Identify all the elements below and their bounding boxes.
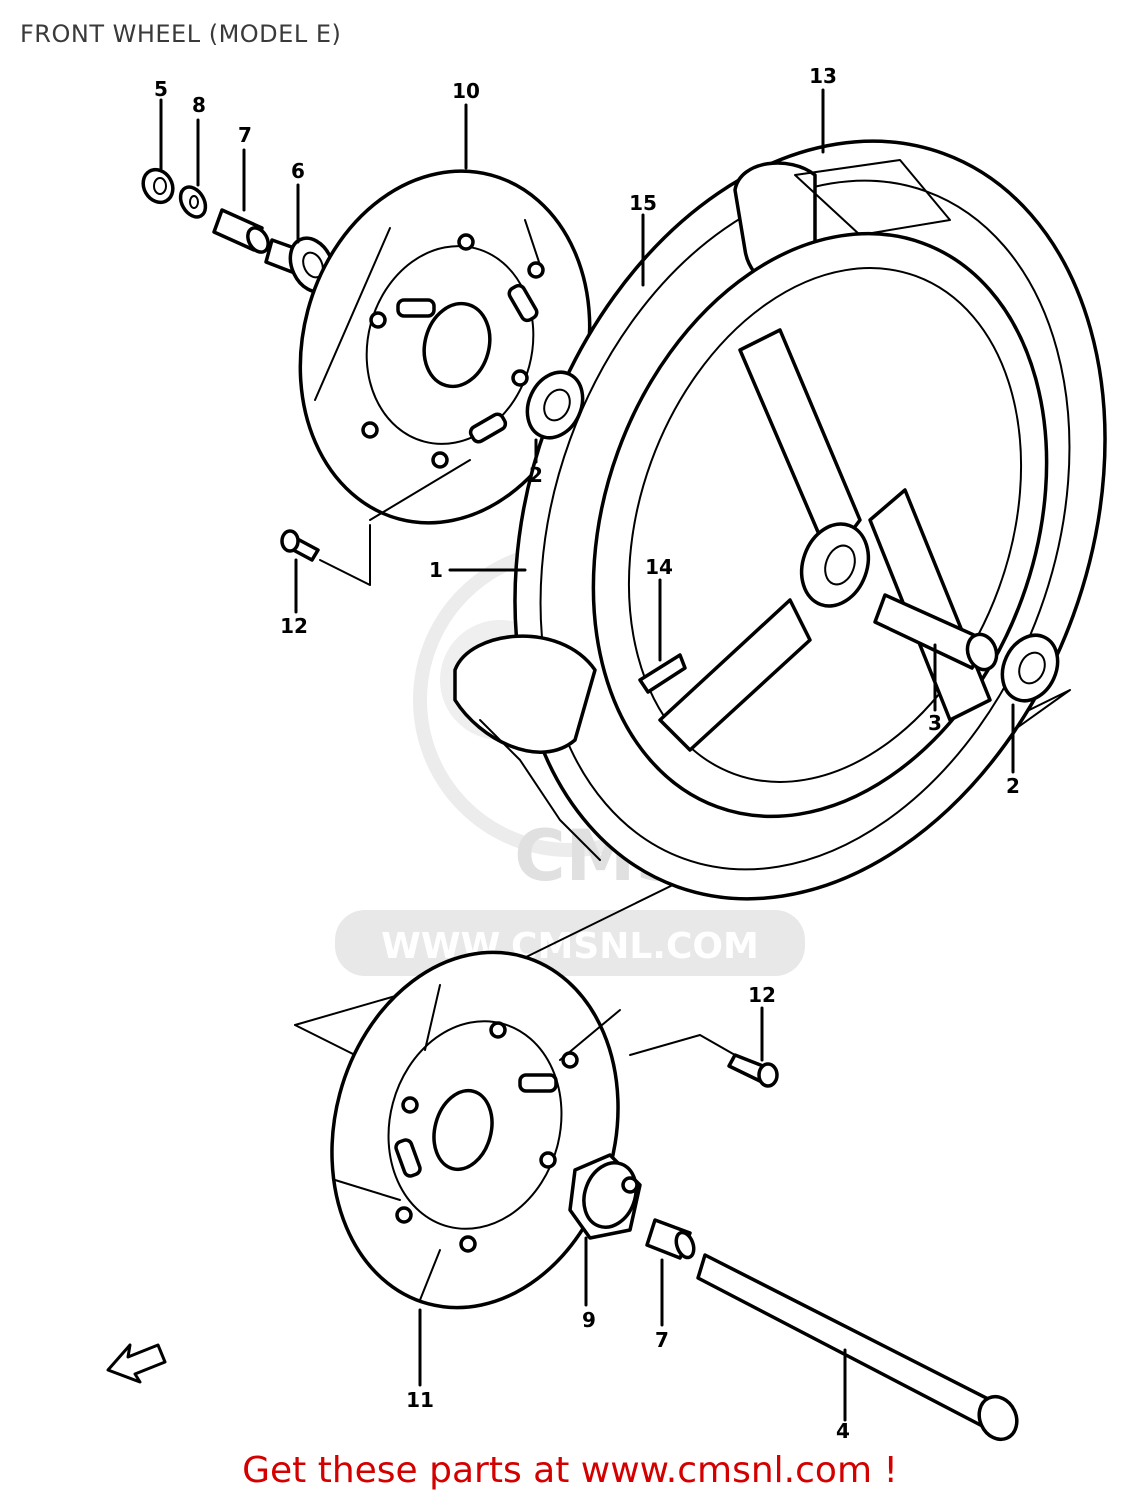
- callout-2-left: 2: [529, 463, 543, 487]
- callout-1: 1: [429, 558, 443, 582]
- bearing-part-2-left: [525, 370, 585, 440]
- callout-7-bottom: 7: [655, 1328, 669, 1352]
- callout-10: 10: [452, 79, 480, 103]
- rim-part-1: [591, 231, 1049, 819]
- callout-8: 8: [192, 93, 206, 117]
- callout-13: 13: [809, 64, 837, 88]
- callout-3: 3: [928, 711, 942, 735]
- speedometer-gearbox-part-9: [568, 1153, 642, 1240]
- callout-14: 14: [645, 555, 673, 579]
- footer-link-text[interactable]: Get these parts at www.cmsnl.com !: [242, 1450, 898, 1491]
- callout-12-bottom: 12: [748, 983, 776, 1007]
- nut-part-5: [141, 167, 175, 205]
- axle-part-4: [696, 1253, 1019, 1442]
- spacer-part-7-bottom: [645, 1218, 696, 1260]
- spacer-part-7-top: [212, 208, 270, 254]
- washer-part-8: [178, 185, 208, 219]
- bolt-part-12-top: [280, 529, 320, 562]
- bearing-part-2-right: [1000, 633, 1060, 703]
- bolt-part-12-bottom: [727, 1053, 779, 1088]
- page-title: FRONT WHEEL (MODEL E): [20, 20, 342, 48]
- spacer-part-3: [873, 593, 999, 672]
- brake-disc-part-10: [298, 169, 592, 525]
- fwd-arrow-icon: [106, 1343, 167, 1384]
- callout-12-top: 12: [280, 614, 308, 638]
- callout-7-top: 7: [238, 123, 252, 147]
- valve-part-14: [638, 653, 687, 694]
- callout-15: 15: [629, 191, 657, 215]
- callout-2-right: 2: [1006, 774, 1020, 798]
- callout-5: 5: [154, 77, 168, 101]
- callouts: 5 8 7 6 10 13 15 2 1 12 14 3 2 12 9 7 11…: [154, 64, 1020, 1443]
- callout-9: 9: [582, 1308, 596, 1332]
- callout-11: 11: [406, 1388, 434, 1412]
- leader-lines: [159, 88, 1015, 1422]
- callout-6: 6: [291, 159, 305, 183]
- callout-4: 4: [836, 1419, 850, 1443]
- brake-disc-part-11: [330, 950, 621, 1310]
- watermark-url: WWW.CMSNL.COM: [381, 926, 759, 967]
